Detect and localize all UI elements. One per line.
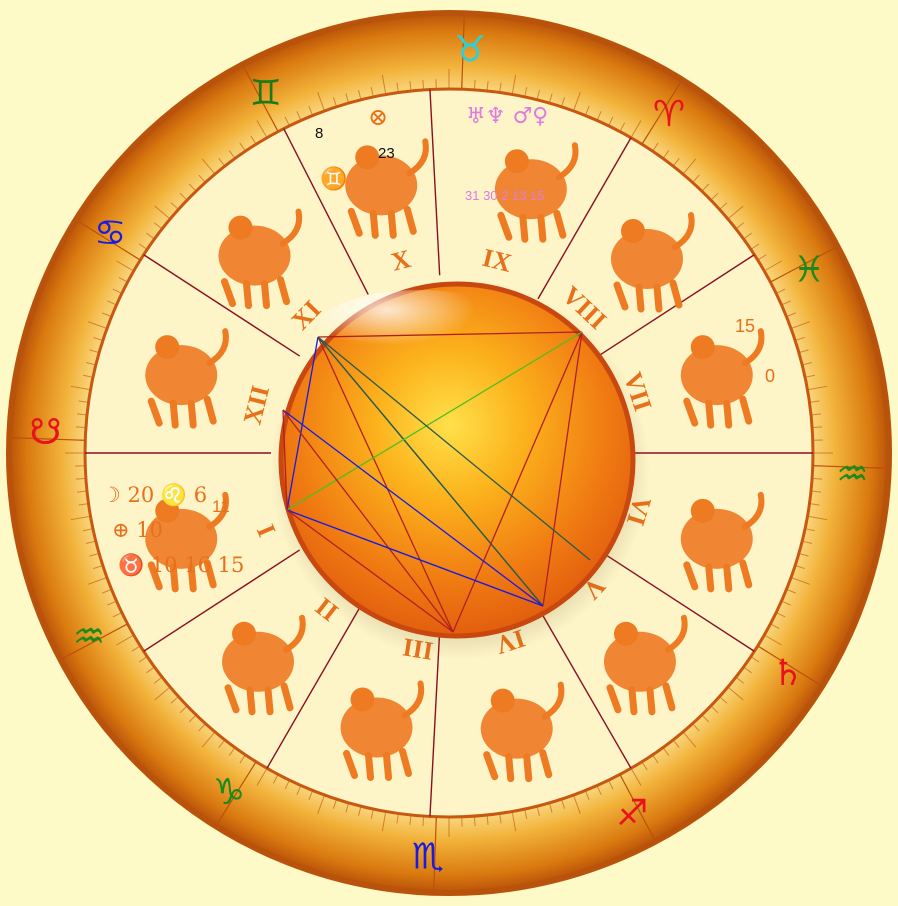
degree-label: 23 [378, 145, 395, 162]
saturn-icon: ♄ [772, 653, 804, 694]
degree-tick [423, 816, 424, 826]
part-of-fortune-icon: ⊗ [368, 103, 388, 131]
gemini-icon: ♊ [249, 73, 281, 114]
degree-tick [812, 427, 822, 428]
aquarius-left-icon: ♒ [73, 616, 105, 657]
planet-degrees: 31 30 2 13 15 [465, 188, 545, 203]
degree-label: 8 [315, 125, 323, 142]
aquarius-icon: ♒ [836, 454, 868, 495]
planet-row: 11 [212, 497, 230, 516]
aries-icon: ♈ [653, 94, 685, 135]
planet-row: ☽ 20 ♌ 6 [102, 482, 207, 507]
scorpio-icon: ♏ [412, 836, 444, 877]
cancer-icon: ♋ [94, 213, 126, 254]
capricorn-icon: ♑ [213, 772, 245, 813]
sagittarius-icon: ♐ [616, 793, 648, 834]
degree-label: 0 [765, 366, 775, 386]
pisces-icon: ♓ [793, 250, 825, 291]
planet-row: ⊕ 10 [112, 518, 163, 542]
gemini-icon: ♊ [320, 166, 347, 192]
planet-row: ♉ 10 16 15 [118, 552, 244, 577]
planet-glyphs: ♅♆ ♂♀ [466, 104, 548, 129]
taurus-icon: ♉ [454, 30, 486, 71]
degree-tick [812, 478, 822, 479]
degree-label: 15 [735, 316, 755, 336]
degree-tick [474, 816, 475, 826]
south-node-icon: ☋ [30, 412, 62, 453]
